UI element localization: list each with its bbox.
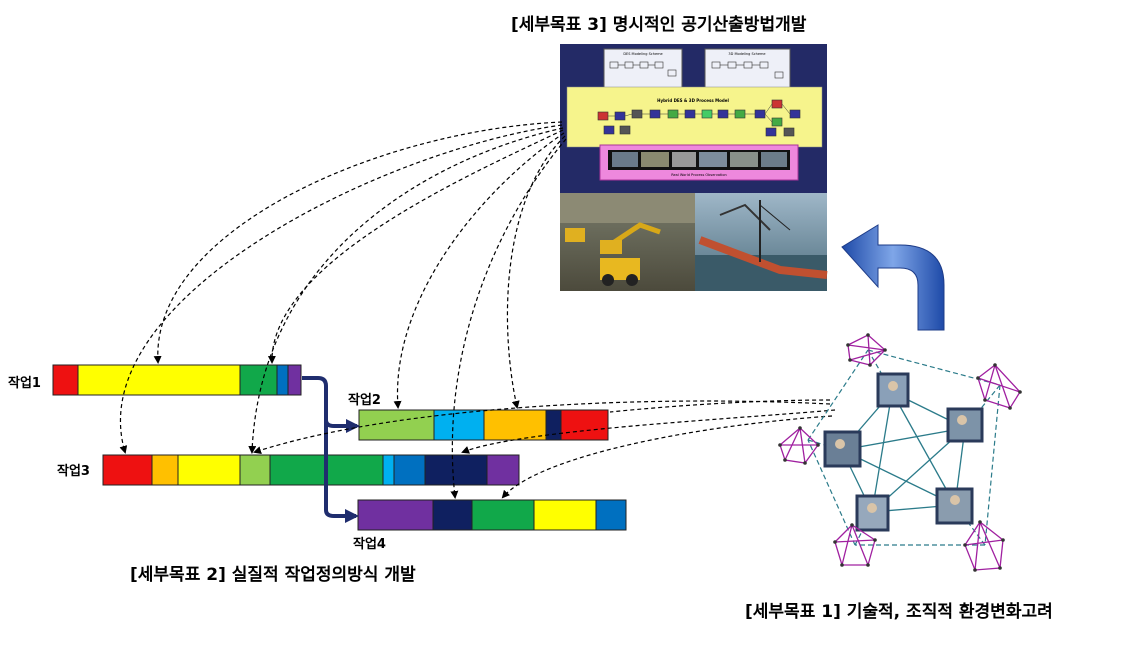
task3-label: 작업3 — [57, 464, 90, 479]
construction-photo — [560, 193, 695, 291]
task2-label: 작업2 — [348, 393, 381, 408]
task3-bar — [102, 454, 520, 486]
dashed-arrows-from-model — [119, 121, 567, 499]
curved-up-arrow — [841, 224, 945, 331]
dependency-arrow — [302, 376, 360, 523]
3d-scheme-label: 3D Modeling Scheme — [728, 52, 765, 56]
task2-bar — [358, 409, 609, 441]
task4-label: 작업4 — [353, 537, 386, 552]
organization-network — [778, 333, 1022, 572]
des-scheme-label: DES Modeling Scheme — [623, 52, 662, 56]
model-panel: DES Modeling Scheme 3D Modeling Scheme H… — [560, 44, 827, 193]
task1-label: 작업1 — [8, 376, 41, 391]
bridge-photo — [695, 193, 828, 291]
task1-bar — [52, 364, 302, 396]
film-caption: Real World Process Observation — [671, 173, 727, 177]
hybrid-model-label: Hybrid DES & 3D Process Model — [657, 98, 729, 103]
goal3-title: [세부목표 3] 명시적인 공기산출방법개발 — [511, 15, 807, 35]
dashed-arrows-from-network — [253, 399, 836, 499]
task4-bar — [357, 499, 627, 531]
goal2-title: [세부목표 2] 실질적 작업정의방식 개발 — [130, 565, 416, 585]
goal1-title: [세부목표 1] 기술적, 조직적 환경변화고려 — [745, 602, 1053, 622]
